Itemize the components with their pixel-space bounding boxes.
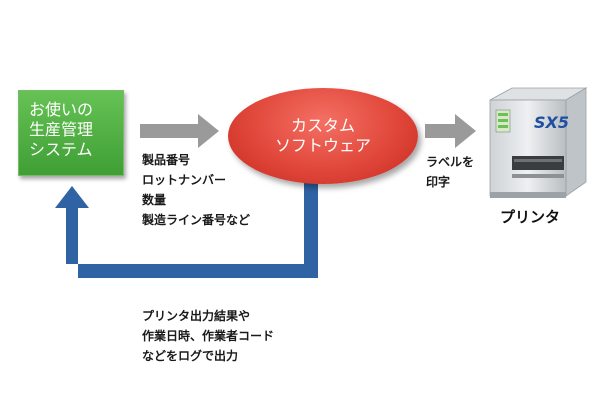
data-field-quantity: 数量 (142, 193, 167, 207)
feedback-label: プリンタ出力結果や 作業日時、作業者コード などをログで出力 (142, 306, 274, 366)
production-system-box: お使いの 生産管理 システム (18, 90, 124, 176)
data-fields-label: 製品番号 ロットナンバー 数量 製造ライン番号など (142, 150, 250, 230)
data-field-product-number: 製品番号 (142, 153, 191, 167)
custom-software-ellipse: カスタム ソフトウェア (228, 88, 418, 184)
feedback-line-1: プリンタ出力結果や (142, 309, 251, 323)
print-action-label: ラベルを 印字 (426, 152, 474, 192)
production-system-line-3: システム (29, 140, 93, 159)
feedback-line-3: などをログで出力 (142, 349, 239, 363)
print-action-line-1: ラベルを (426, 155, 475, 169)
feedback-arrow (55, 182, 318, 278)
custom-software-line-2: ソフトウェア (274, 136, 371, 155)
production-system-line-2: 生産管理 (29, 120, 94, 139)
arrow-system-to-software (140, 114, 219, 148)
custom-software-line-1: カスタム (290, 116, 355, 135)
printer-logo-text: SX5 (534, 113, 569, 132)
printer-image: SX5 (489, 87, 588, 198)
data-field-lot-number: ロットナンバー (142, 173, 227, 187)
data-field-line-number: 製造ライン番号など (142, 213, 251, 227)
feedback-line-2: 作業日時、作業者コード (142, 329, 275, 343)
print-action-line-2: 印字 (426, 175, 451, 189)
production-system-line-1: お使いの (29, 100, 94, 119)
printer-label: プリンタ (500, 208, 561, 226)
arrow-software-to-printer (425, 114, 476, 148)
